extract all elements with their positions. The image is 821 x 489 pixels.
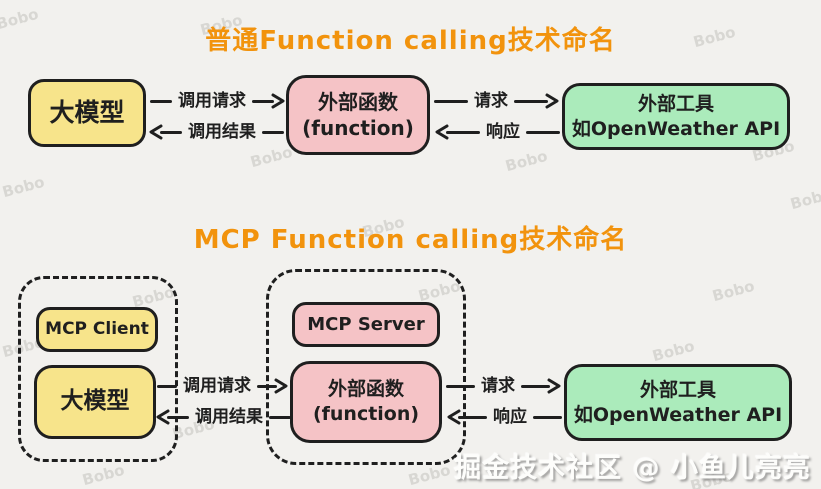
plain-call-request-label: 调用请求 [178, 90, 246, 111]
bobo-watermark: Bobo [248, 142, 295, 172]
arrow-line [526, 130, 560, 134]
mcp-function-label-line2: (function) [312, 403, 420, 425]
arrow-line [458, 415, 487, 419]
arrowhead-right-icon [271, 93, 285, 109]
arrow-line [150, 99, 172, 103]
plain-function-label-line2: (function) [302, 116, 414, 140]
plain-tool-label-line2: 如OpenWeather API [571, 117, 781, 140]
arrowhead-left-icon [149, 124, 163, 140]
plain-response-label: 响应 [486, 121, 520, 142]
plain-call-request-arrow: 调用请求 [150, 88, 286, 114]
mcp-function-node: 外部函数 (function) [290, 361, 442, 443]
plain-function-node: 外部函数 (function) [286, 75, 430, 155]
arrow-line [434, 99, 468, 103]
credit-watermark: 掘金技术社区 @ 小鱼儿亮亮 [454, 453, 811, 484]
arrow-line [521, 384, 550, 388]
plain-tool-label-line1: 外部工具 [637, 92, 714, 115]
bobo-watermark: Bobo [0, 172, 47, 202]
mcp-client-label: MCP Client [45, 319, 149, 340]
arrow-line [257, 384, 277, 388]
mcp-request-label: 请求 [481, 375, 515, 396]
arrow-line [252, 99, 274, 103]
arrow-line [533, 415, 562, 419]
plain-function-label-line1: 外部函数 [318, 90, 398, 114]
arrow-line [446, 384, 475, 388]
mcp-server-group [266, 269, 466, 465]
plain-call-result-label: 调用结果 [188, 121, 256, 142]
bobo-watermark: Bobo [503, 146, 550, 176]
arrowhead-left-icon [435, 124, 449, 140]
plain-tool-node: 外部工具 如OpenWeather API [562, 83, 790, 150]
mcp-model-node: 大模型 [34, 365, 156, 439]
plain-response-arrow: 响应 [434, 119, 560, 145]
plain-request-arrow: 请求 [434, 88, 560, 114]
arrow-line [269, 415, 291, 419]
arrow-line [262, 130, 284, 134]
mcp-section-title: MCP Function calling技术命名 [193, 225, 628, 255]
mcp-call-result-label: 调用结果 [195, 406, 263, 427]
arrowhead-right-icon [545, 93, 559, 109]
mcp-tool-label-line1: 外部工具 [639, 378, 716, 401]
mcp-tool-label-line2: 如OpenWeather API [573, 403, 783, 426]
arrow-line [160, 130, 182, 134]
mcp-client-node: MCP Client [36, 307, 158, 352]
arrow-line [157, 384, 177, 388]
bobo-watermark: Bobo [80, 460, 127, 489]
bobo-watermark: Bobo [406, 460, 453, 489]
bobo-watermark: Bobo [710, 276, 757, 306]
mcp-server-node: MCP Server [292, 302, 440, 347]
mcp-call-result-arrow: 调用结果 [155, 404, 291, 430]
plain-section-title: 普通Function calling技术命名 [205, 26, 616, 56]
plain-model-label: 大模型 [49, 97, 125, 127]
mcp-tool-node: 外部工具 如OpenWeather API [564, 364, 792, 441]
mcp-server-label: MCP Server [307, 313, 425, 335]
mcp-call-request-arrow: 调用请求 [157, 373, 289, 399]
arrowhead-right-icon [274, 378, 288, 394]
mcp-function-label-line1: 外部函数 [327, 378, 404, 401]
plain-call-result-arrow: 调用结果 [148, 119, 284, 145]
arrowhead-right-icon [547, 378, 561, 394]
mcp-client-group [18, 276, 178, 462]
mcp-response-label: 响应 [493, 406, 527, 427]
mcp-request-arrow: 请求 [446, 373, 562, 399]
plain-model-node: 大模型 [28, 79, 146, 147]
arrow-line [514, 99, 548, 103]
arrow-line [167, 415, 189, 419]
arrowhead-left-icon [447, 409, 461, 425]
mcp-response-arrow: 响应 [446, 404, 562, 430]
bobo-watermark: Bobo [788, 184, 821, 214]
plain-request-label: 请求 [474, 90, 508, 111]
bobo-watermark: Bobo [650, 336, 697, 366]
arrowhead-left-icon [156, 409, 170, 425]
mcp-model-label: 大模型 [60, 388, 130, 415]
arrow-line [446, 130, 480, 134]
mcp-call-request-label: 调用请求 [183, 375, 251, 396]
